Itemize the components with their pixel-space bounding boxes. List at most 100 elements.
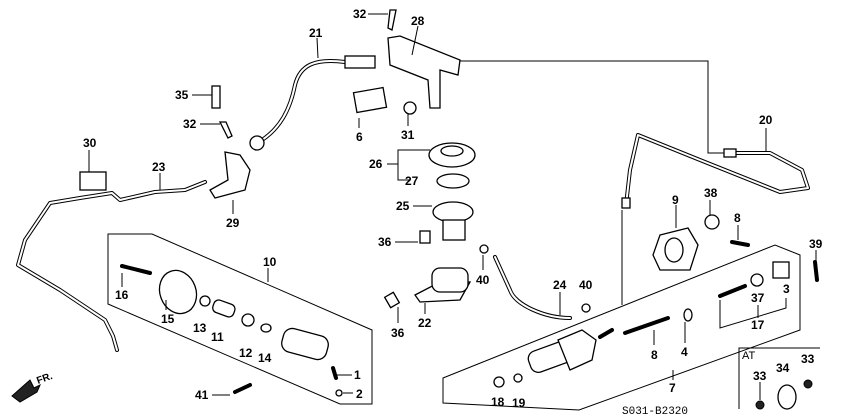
clutch-hose-21 [249, 55, 376, 151]
ring-13 [199, 295, 211, 307]
callout-6: 6 [356, 130, 363, 144]
clamp-40 [479, 244, 489, 254]
callout-17: 17 [751, 318, 765, 332]
callout-14: 14 [258, 351, 272, 365]
callout-33: 33 [753, 369, 767, 383]
gasket-9-hole [664, 237, 684, 263]
leader-lines [88, 13, 817, 400]
at-group-box [738, 347, 820, 409]
bolt-35 [211, 85, 221, 109]
clip-4 [683, 308, 693, 322]
callout-32: 32 [353, 7, 367, 21]
callout-20: 20 [759, 113, 773, 127]
pin-39 [813, 260, 819, 282]
callout-7: 7 [669, 381, 676, 395]
callout-4: 4 [681, 345, 688, 359]
callout-8: 8 [651, 348, 658, 362]
bolt-8 [730, 240, 750, 247]
bolt-41 [233, 383, 252, 394]
callout-38: 38 [704, 186, 718, 200]
seal-27 [436, 173, 470, 189]
slave-cylinder-group-box [107, 233, 373, 405]
callout-31: 31 [401, 128, 415, 142]
cup-12 [241, 313, 255, 327]
callout-30: 30 [83, 136, 97, 150]
callout-10: 10 [263, 255, 277, 269]
clip-32-top [387, 9, 397, 31]
callout-28: 28 [411, 14, 425, 28]
clamp-40-b [581, 303, 591, 313]
callout-29: 29 [226, 216, 240, 230]
clip-30 [79, 171, 107, 191]
bleeder-1 [331, 366, 338, 380]
callout-18: 18 [491, 395, 505, 409]
clip-3 [772, 261, 790, 279]
callout-34: 34 [776, 361, 790, 375]
boot-15 [158, 269, 198, 315]
clip-6 [352, 86, 388, 114]
callout-40: 40 [476, 273, 490, 287]
clip-32 [218, 121, 233, 139]
bolt-16 [120, 264, 152, 275]
reservoir-25-neck [442, 219, 466, 241]
master-cylinder-7 [527, 328, 614, 373]
callout-36: 36 [391, 326, 405, 340]
reservoir-25 [432, 201, 474, 223]
front-label: FR. [35, 371, 54, 387]
callout-19: 19 [512, 396, 526, 410]
callout-33: 33 [801, 352, 815, 366]
front-arrow-icon [11, 379, 41, 403]
slave-cylinder-body [281, 327, 329, 361]
callout-8: 8 [734, 211, 741, 225]
spring-14 [260, 323, 272, 333]
callout-12: 12 [239, 346, 253, 360]
callout-35: 35 [175, 88, 189, 102]
callout-13: 13 [193, 321, 207, 335]
at-label: AT [742, 350, 756, 362]
reservoir-hose-24 [493, 255, 572, 320]
callout-37: 37 [751, 291, 765, 305]
callout-1: 1 [354, 368, 361, 382]
plug-33-b [803, 379, 813, 389]
callout-23: 23 [152, 160, 166, 174]
plug-33 [755, 400, 765, 410]
reservoir-cap-top [440, 145, 464, 157]
callout-2: 2 [356, 387, 363, 401]
bolt-18 [493, 376, 505, 388]
callout-11: 11 [211, 330, 224, 344]
callout-41: 41 [195, 388, 209, 402]
callout-25: 25 [396, 199, 410, 213]
callout-26: 26 [369, 157, 383, 171]
cap-34 [777, 384, 797, 410]
callout-36: 36 [378, 235, 392, 249]
master-cylinder-group-box [442, 244, 801, 411]
callout-40: 40 [579, 278, 593, 292]
callout-9: 9 [672, 193, 679, 207]
bolt-36 [419, 230, 431, 244]
callout-39: 39 [809, 237, 823, 251]
push-rod-8 [623, 316, 670, 335]
leader-line [460, 60, 724, 154]
callout-16: 16 [115, 288, 129, 302]
callout-32: 32 [183, 117, 197, 131]
callout-22: 22 [418, 316, 432, 330]
bracket-29 [209, 151, 251, 199]
nut-31 [403, 101, 417, 115]
clutch-pipe-23 [16, 180, 207, 352]
callout-3: 3 [783, 282, 790, 296]
bolt-36-b [383, 291, 401, 309]
nut-37 [750, 273, 764, 287]
bolt-17 [718, 284, 747, 298]
cap-2 [335, 389, 343, 397]
callout-27: 27 [405, 174, 419, 188]
washer-19 [513, 373, 523, 383]
diagram-code: S031-B2320 [622, 406, 688, 418]
piston-11 [212, 299, 236, 318]
reservoir-body [431, 267, 469, 293]
bracket-28 [387, 35, 461, 109]
callout-24: 24 [553, 278, 567, 292]
callout-21: 21 [309, 26, 323, 40]
callout-15: 15 [161, 312, 175, 326]
